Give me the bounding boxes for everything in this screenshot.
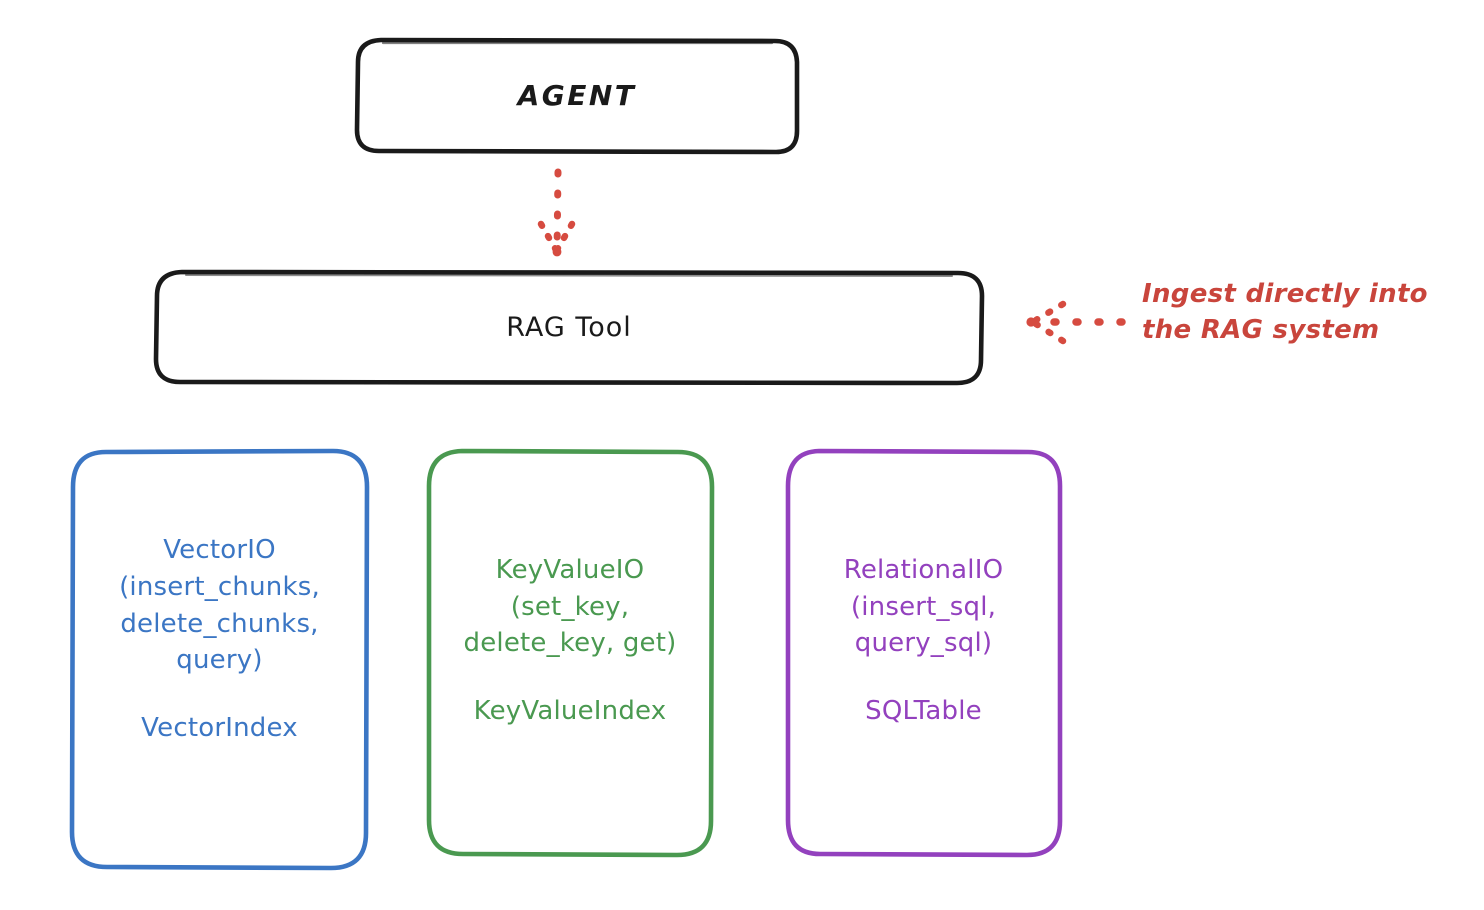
agent-to-rag-tool-arrow (537, 168, 576, 257)
key-value-io-box-outline (426, 448, 715, 858)
ingest-annotation-text: Ingest directly into the RAG system (1142, 279, 1428, 345)
key-value-io-label: KeyValueIO (set_key, delete_key, get) (463, 554, 677, 659)
ingest-annotation: Ingest directly into the RAG system (1142, 277, 1472, 349)
relational-io-node[interactable]: RelationalIO (insert_sql, query_sql) SQL… (786, 450, 1061, 856)
vector-io-box-outline (69, 448, 370, 871)
agent-node[interactable]: AGENT (356, 39, 798, 153)
agent-node-label: AGENT (517, 78, 637, 112)
relational-io-box-outline (785, 448, 1063, 858)
vector-io-label: VectorIO (insert_chunks, delete_chunks, … (119, 534, 320, 676)
agent-box-outline (354, 37, 800, 155)
rag-tool-node[interactable]: RAG Tool (155, 271, 983, 384)
key-value-io-sublabel: KeyValueIndex (473, 696, 667, 727)
relational-io-label: RelationalIO (insert_sql, query_sql) (843, 554, 1004, 659)
relational-io-sublabel: SQLTable (865, 696, 982, 727)
ingest-arrow (1026, 300, 1126, 345)
vector-io-content: VectorIO (insert_chunks, delete_chunks, … (119, 532, 320, 744)
relational-io-content: RelationalIO (insert_sql, query_sql) SQL… (844, 552, 1004, 727)
rag-tool-node-label: RAG Tool (506, 311, 632, 343)
vector-io-node[interactable]: VectorIO (insert_chunks, delete_chunks, … (71, 450, 368, 869)
rag-tool-box-outline (153, 269, 985, 386)
vector-io-sublabel: VectorIndex (141, 713, 298, 744)
key-value-io-content: KeyValueIO (set_key, delete_key, get) Ke… (464, 552, 677, 727)
key-value-io-node[interactable]: KeyValueIO (set_key, delete_key, get) Ke… (427, 450, 713, 856)
